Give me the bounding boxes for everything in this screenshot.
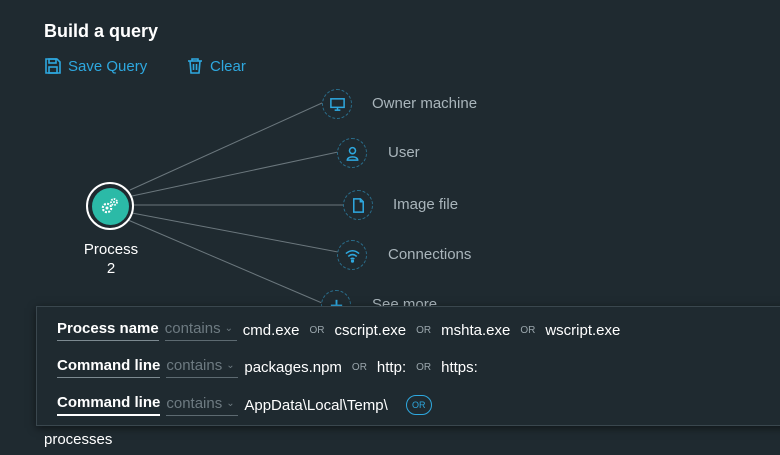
value-chip[interactable]: cscript.exe <box>334 322 407 339</box>
footer-label: processes <box>44 431 113 448</box>
process-node[interactable] <box>86 182 134 230</box>
file-icon <box>352 197 364 213</box>
chevron-down-icon: ⌄ <box>226 360 235 371</box>
save-query-button[interactable]: Save Query <box>44 57 147 75</box>
or-separator: OR <box>416 325 432 336</box>
operator-label: contains <box>164 320 221 337</box>
clear-button[interactable]: Clear <box>186 57 246 75</box>
trash-icon <box>188 58 202 74</box>
connections-label[interactable]: Connections <box>388 246 472 263</box>
value-chip[interactable]: AppData\Local\Temp\ <box>244 396 388 414</box>
connections-node[interactable] <box>337 240 367 270</box>
value-chip[interactable]: http: <box>376 359 407 376</box>
query-row: Command line contains ⌄ AppData\Local\Te… <box>57 394 432 416</box>
connector-line <box>131 151 339 197</box>
or-separator: OR <box>416 362 432 373</box>
operator-label: contains <box>166 357 223 374</box>
value-chip[interactable]: https: <box>441 359 478 376</box>
operator-label: contains <box>166 394 223 412</box>
user-label[interactable]: User <box>388 144 420 161</box>
or-separator: OR <box>309 325 325 336</box>
query-row: Process name contains ⌄ cmd.exe OR cscri… <box>57 320 620 341</box>
connector-line <box>127 219 323 304</box>
save-query-label: Save Query <box>68 57 148 75</box>
operator-dropdown[interactable]: contains ⌄ <box>166 357 239 378</box>
or-separator: OR <box>520 325 536 336</box>
value-chip[interactable]: wscript.exe <box>545 322 621 339</box>
clear-label: Clear <box>210 57 246 75</box>
value-chip[interactable]: mshta.exe <box>441 322 511 339</box>
process-node-fill <box>91 187 129 225</box>
chevron-down-icon: ⌄ <box>224 323 233 334</box>
query-row: Command line contains ⌄ packages.npm OR … <box>57 357 478 378</box>
process-label-text: Process <box>83 241 139 258</box>
image-file-label[interactable]: Image file <box>393 196 459 213</box>
owner-machine-node[interactable] <box>322 89 352 119</box>
operator-dropdown[interactable]: contains ⌄ <box>164 320 237 341</box>
wifi-icon <box>344 249 360 263</box>
chevron-down-icon: ⌄ <box>226 397 235 409</box>
field-selector[interactable]: Command line <box>57 357 161 378</box>
add-or-button[interactable]: OR <box>405 395 432 415</box>
save-icon <box>45 58 61 74</box>
field-selector[interactable]: Process name <box>57 320 159 341</box>
image-file-node[interactable] <box>343 190 373 220</box>
process-node-label: Process 2 <box>70 240 152 278</box>
connector-line <box>131 212 339 253</box>
operator-dropdown[interactable]: contains ⌄ <box>166 394 239 416</box>
gears-icon <box>101 198 118 214</box>
process-count: 2 <box>106 260 116 277</box>
field-selector[interactable]: Command line <box>57 394 161 416</box>
user-icon <box>346 146 358 161</box>
connector-line <box>129 102 323 191</box>
or-separator: OR <box>351 362 367 373</box>
query-panel: Process name contains ⌄ cmd.exe OR cscri… <box>36 306 780 426</box>
user-node[interactable] <box>337 138 367 168</box>
page-title: Build a query <box>44 21 159 41</box>
owner-machine-label[interactable]: Owner machine <box>372 95 478 112</box>
monitor-icon <box>329 97 345 111</box>
value-chip[interactable]: cmd.exe <box>242 322 300 339</box>
value-chip[interactable]: packages.npm <box>244 359 342 376</box>
